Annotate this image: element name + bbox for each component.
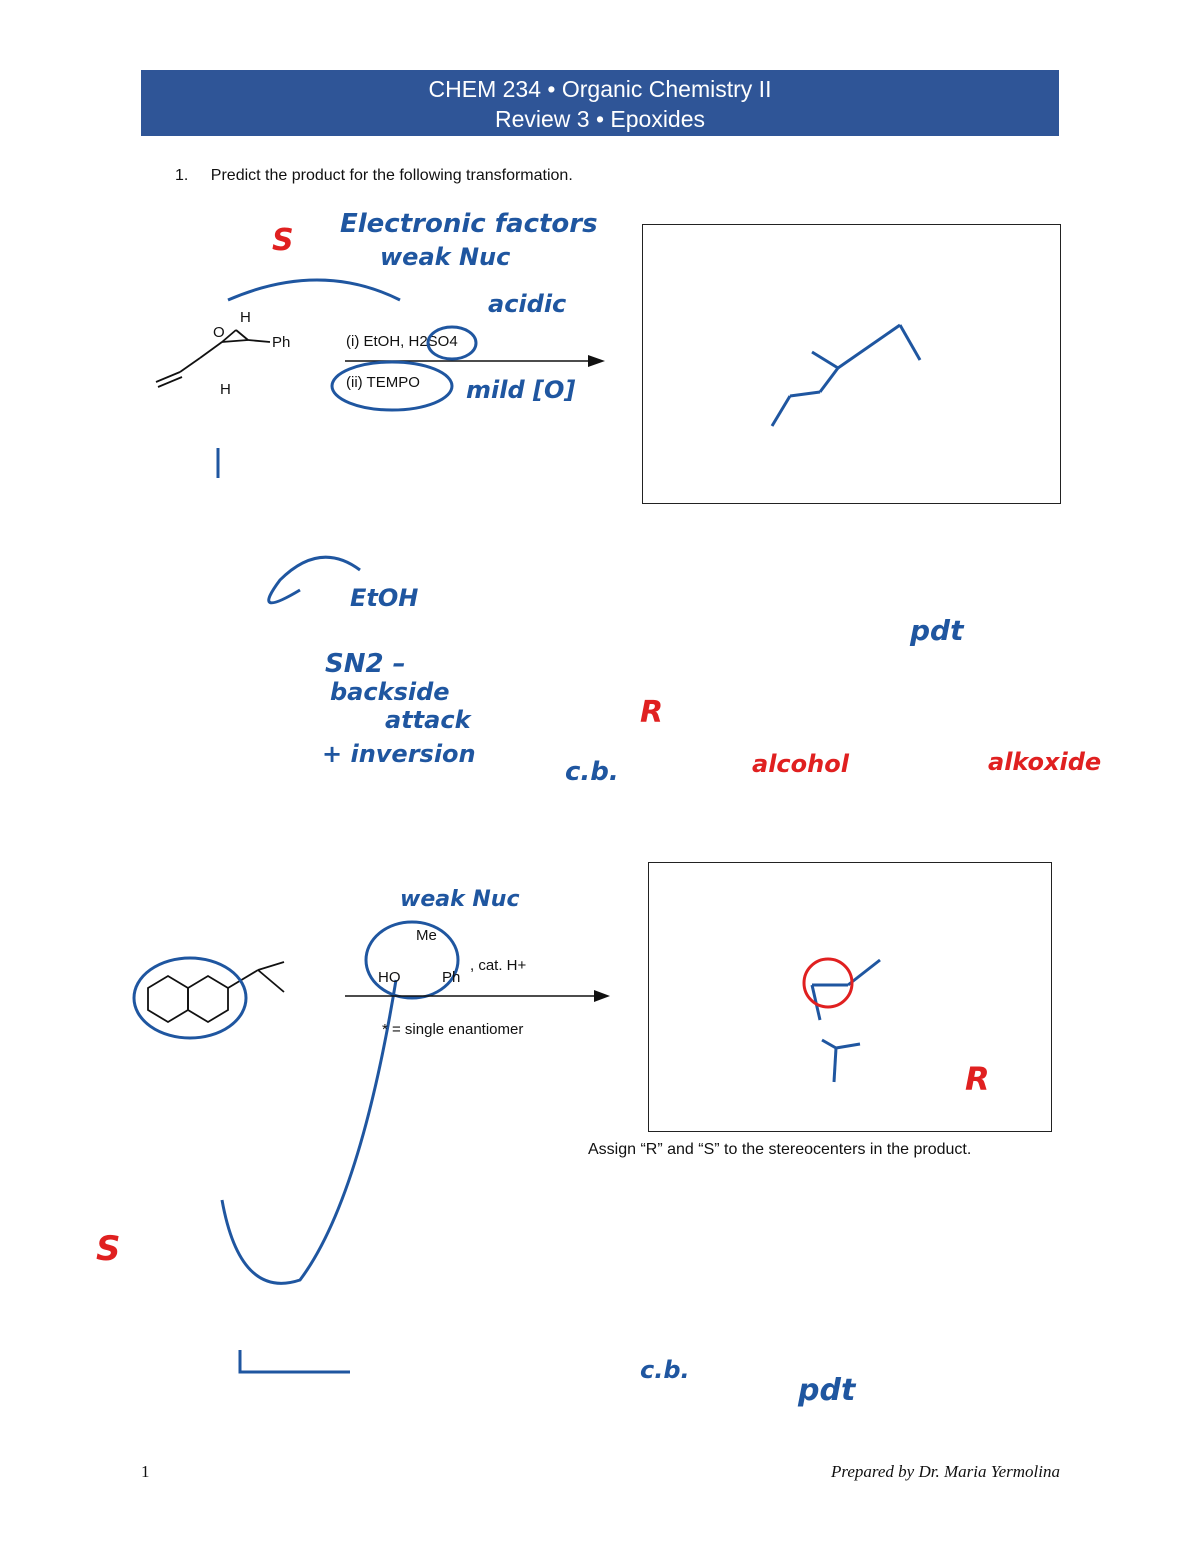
answer-box-1 bbox=[642, 224, 1061, 504]
epoxide-oxygen: O bbox=[213, 324, 225, 341]
review-title: Review 3 • Epoxides bbox=[494, 106, 706, 132]
note-acidic: acidic bbox=[488, 290, 566, 318]
prepared-by: Prepared by Dr. Maria Yermolina bbox=[830, 1462, 1060, 1481]
phenyl-label: Ph bbox=[272, 334, 290, 351]
question-number: 1. bbox=[175, 167, 189, 184]
note-alkoxide: alkoxide bbox=[988, 748, 1101, 776]
product-2-structure bbox=[810, 958, 881, 1083]
note-alcohol: alcohol bbox=[752, 750, 850, 778]
note-cb-2: c.b. bbox=[640, 1356, 690, 1384]
note-pdt-1: pdt bbox=[909, 614, 965, 647]
note-electronic-factors: Electronic factors bbox=[340, 209, 598, 239]
note-attack: attack bbox=[385, 706, 473, 734]
reagent-me: Me bbox=[416, 927, 437, 944]
label-R-2: R bbox=[965, 1060, 990, 1098]
note-sn2: SN2 – bbox=[325, 649, 406, 679]
epoxide-h-top: H bbox=[240, 309, 251, 326]
course-title: CHEM 234 • Organic Chemistry II bbox=[428, 76, 772, 102]
note-weak-nuc: weak Nuc bbox=[380, 243, 510, 271]
note-backside: backside bbox=[330, 678, 450, 706]
red-circle-2 bbox=[802, 957, 854, 1009]
note-mild-ox: mild [O] bbox=[466, 376, 575, 404]
note-inversion: + inversion bbox=[322, 740, 476, 768]
question-1: 1. Predict the product for the following… bbox=[175, 167, 573, 185]
note-cb: c.b. bbox=[565, 757, 619, 787]
ink-circles-1 bbox=[216, 278, 478, 605]
epoxide-h-bottom: H bbox=[220, 381, 231, 398]
label-S-2: S bbox=[96, 1229, 121, 1269]
reagent-2: (ii) TEMPO bbox=[346, 374, 420, 391]
page-header: CHEM 234 • Organic Chemistry II Review 3… bbox=[141, 70, 1059, 136]
page-number: 1 bbox=[141, 1462, 150, 1481]
note-pdt-2: pdt bbox=[797, 1373, 857, 1408]
reagent-ho: HO bbox=[378, 969, 401, 986]
reagent-ph: Ph bbox=[442, 969, 460, 986]
label-S-1: S bbox=[272, 223, 294, 258]
note-weak-nuc-2: weak Nuc bbox=[400, 887, 520, 912]
note-etoh: EtOH bbox=[350, 584, 418, 612]
reagent-1: (i) EtOH, H2SO4 bbox=[346, 333, 458, 350]
reaction-arrow-2 bbox=[345, 990, 610, 1002]
answer-box-2 bbox=[648, 862, 1052, 1132]
catalyst-label: , cat. H+ bbox=[470, 957, 527, 974]
naphthalene-structure bbox=[147, 961, 285, 1024]
epoxide-structure-1 bbox=[155, 329, 271, 388]
product-1-structure bbox=[770, 323, 922, 427]
question-text: Predict the product for the following tr… bbox=[210, 167, 573, 184]
assign-instruction: Assign “R” and “S” to the stereocenters … bbox=[588, 1141, 972, 1158]
ink-circles-2 bbox=[132, 920, 460, 1374]
label-R-1: R bbox=[640, 695, 663, 730]
enantiomer-note: * = single enantiomer bbox=[382, 1021, 523, 1038]
